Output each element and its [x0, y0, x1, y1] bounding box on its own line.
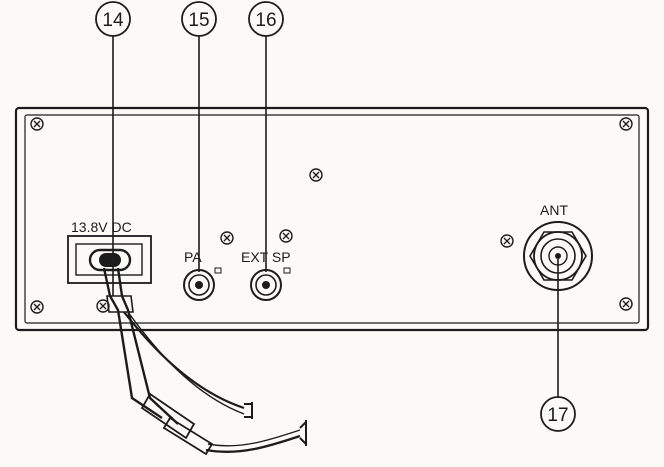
callout-17-label: 17 [547, 405, 568, 426]
rear-panel [14, 106, 650, 332]
power-socket [67, 235, 152, 284]
power-cable [102, 267, 307, 456]
screw-slot [33, 303, 41, 311]
screw-slot [223, 234, 231, 242]
callout-16-label: 16 [255, 10, 276, 31]
ant-label: ANT [540, 202, 568, 218]
screw-slot [503, 237, 511, 245]
screw-slot [622, 120, 630, 128]
callout-15: 15 [181, 1, 217, 272]
screw-slot [33, 120, 41, 128]
screw-slot [312, 171, 320, 179]
callout-14-label: 14 [102, 10, 124, 31]
pa-label: PA [184, 249, 202, 265]
screw-slot [282, 232, 290, 240]
pa-jack [183, 267, 222, 301]
ext-sp-jack [250, 267, 291, 301]
power-label: 13.8V DC [71, 219, 132, 235]
screw-slot [99, 302, 107, 310]
callout-16: 16 [248, 1, 284, 272]
callout-17: 17 [540, 259, 576, 432]
screw-slot [622, 300, 630, 308]
callout-14: 14 [95, 1, 131, 296]
callout-15-label: 15 [188, 10, 209, 31]
screws [30, 117, 633, 314]
